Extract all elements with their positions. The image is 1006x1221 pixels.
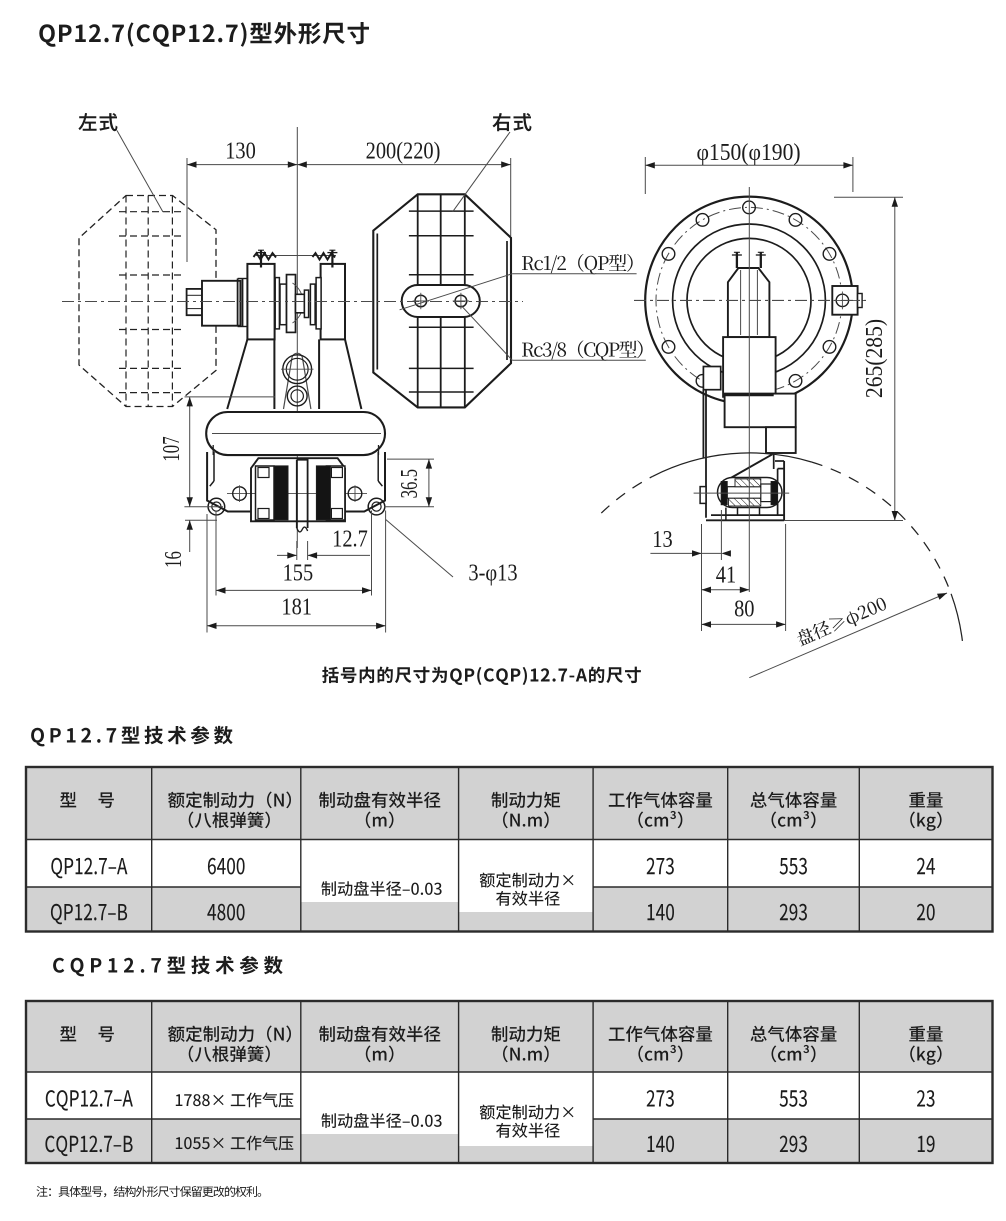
svg-text:80: 80 <box>734 595 754 622</box>
svg-text:200(220): 200(220) <box>366 137 441 164</box>
svg-text:181: 181 <box>281 593 312 620</box>
svg-text:36.5: 36.5 <box>397 469 422 498</box>
svg-text:13: 13 <box>652 525 672 552</box>
svg-text:155: 155 <box>283 559 314 586</box>
svg-text:16: 16 <box>161 551 186 568</box>
svg-text:12.7: 12.7 <box>332 525 368 552</box>
svg-text:3-φ13: 3-φ13 <box>468 559 517 586</box>
svg-text:φ150(φ190): φ150(φ190) <box>696 139 800 165</box>
svg-text:265(285): 265(285) <box>861 319 887 398</box>
svg-text:107: 107 <box>159 436 184 461</box>
svg-text:130: 130 <box>225 137 256 164</box>
svg-text:41: 41 <box>716 561 736 588</box>
